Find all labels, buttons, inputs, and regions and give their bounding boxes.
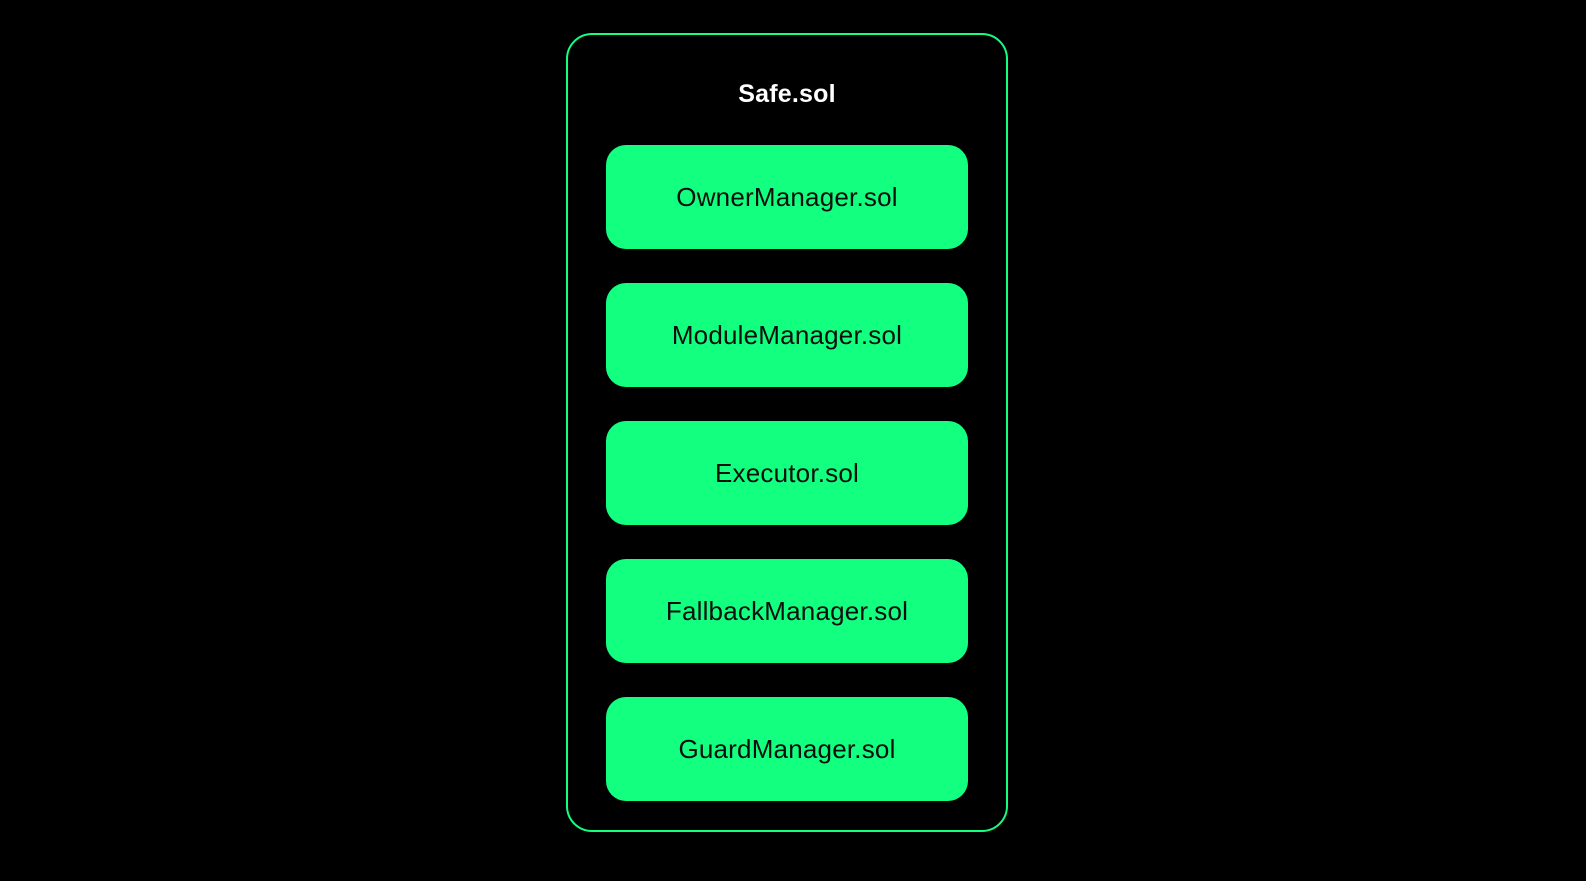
contract-box: FallbackManager.sol bbox=[606, 559, 968, 663]
contract-box: ModuleManager.sol bbox=[606, 283, 968, 387]
contract-box: OwnerManager.sol bbox=[606, 145, 968, 249]
contract-box-label: OwnerManager.sol bbox=[676, 181, 898, 212]
contract-box: Executor.sol bbox=[606, 421, 968, 525]
contract-box-label: ModuleManager.sol bbox=[671, 319, 903, 350]
contract-box-label: Executor.sol bbox=[714, 457, 860, 488]
safe-contract-container: Safe.sol OwnerManager.sol ModuleManager.… bbox=[566, 33, 1008, 832]
contract-box: GuardManager.sol bbox=[606, 697, 968, 801]
contract-box-label: GuardManager.sol bbox=[678, 733, 896, 764]
contract-box-list: OwnerManager.sol ModuleManager.sol Execu… bbox=[568, 145, 1006, 801]
contract-box-label: FallbackManager.sol bbox=[665, 595, 909, 626]
container-title: Safe.sol bbox=[738, 80, 836, 108]
